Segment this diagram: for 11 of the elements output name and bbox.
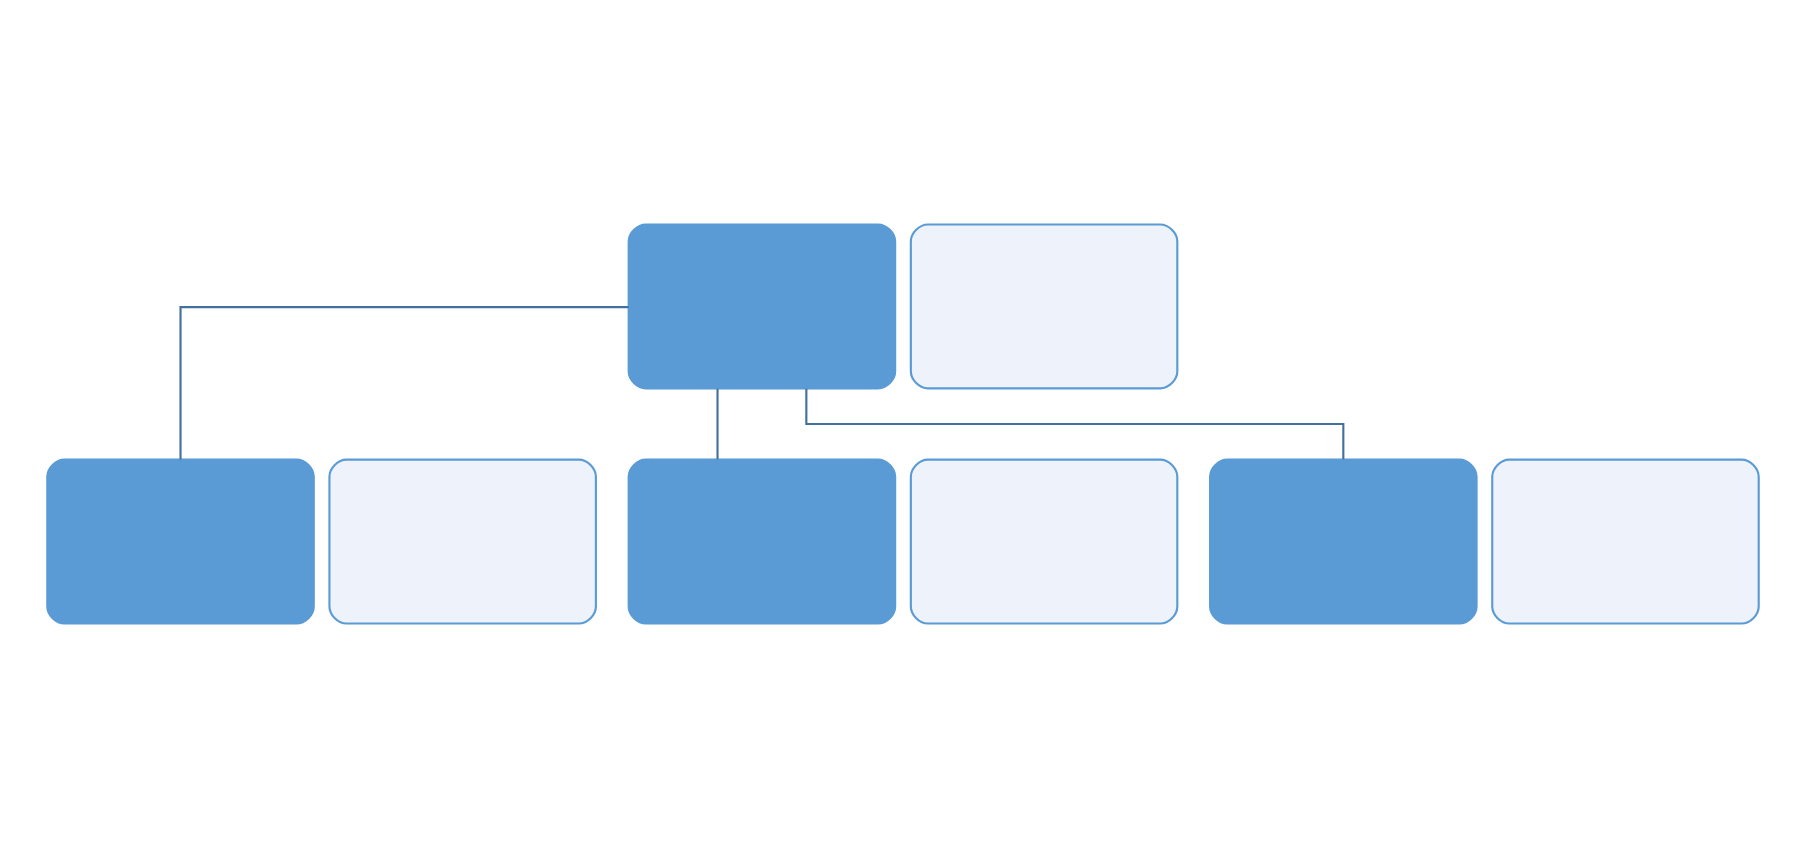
connector: [716, 387, 719, 459]
connector: [179, 305, 629, 459]
node-box: [46, 457, 315, 624]
connector: [805, 387, 1345, 459]
node-box: [1491, 457, 1760, 624]
node-box: [328, 457, 597, 624]
node-box: [909, 222, 1179, 389]
node-box: [1209, 457, 1478, 624]
node-box: [627, 222, 897, 389]
node-box: [909, 457, 1179, 624]
node-box: [627, 457, 897, 624]
